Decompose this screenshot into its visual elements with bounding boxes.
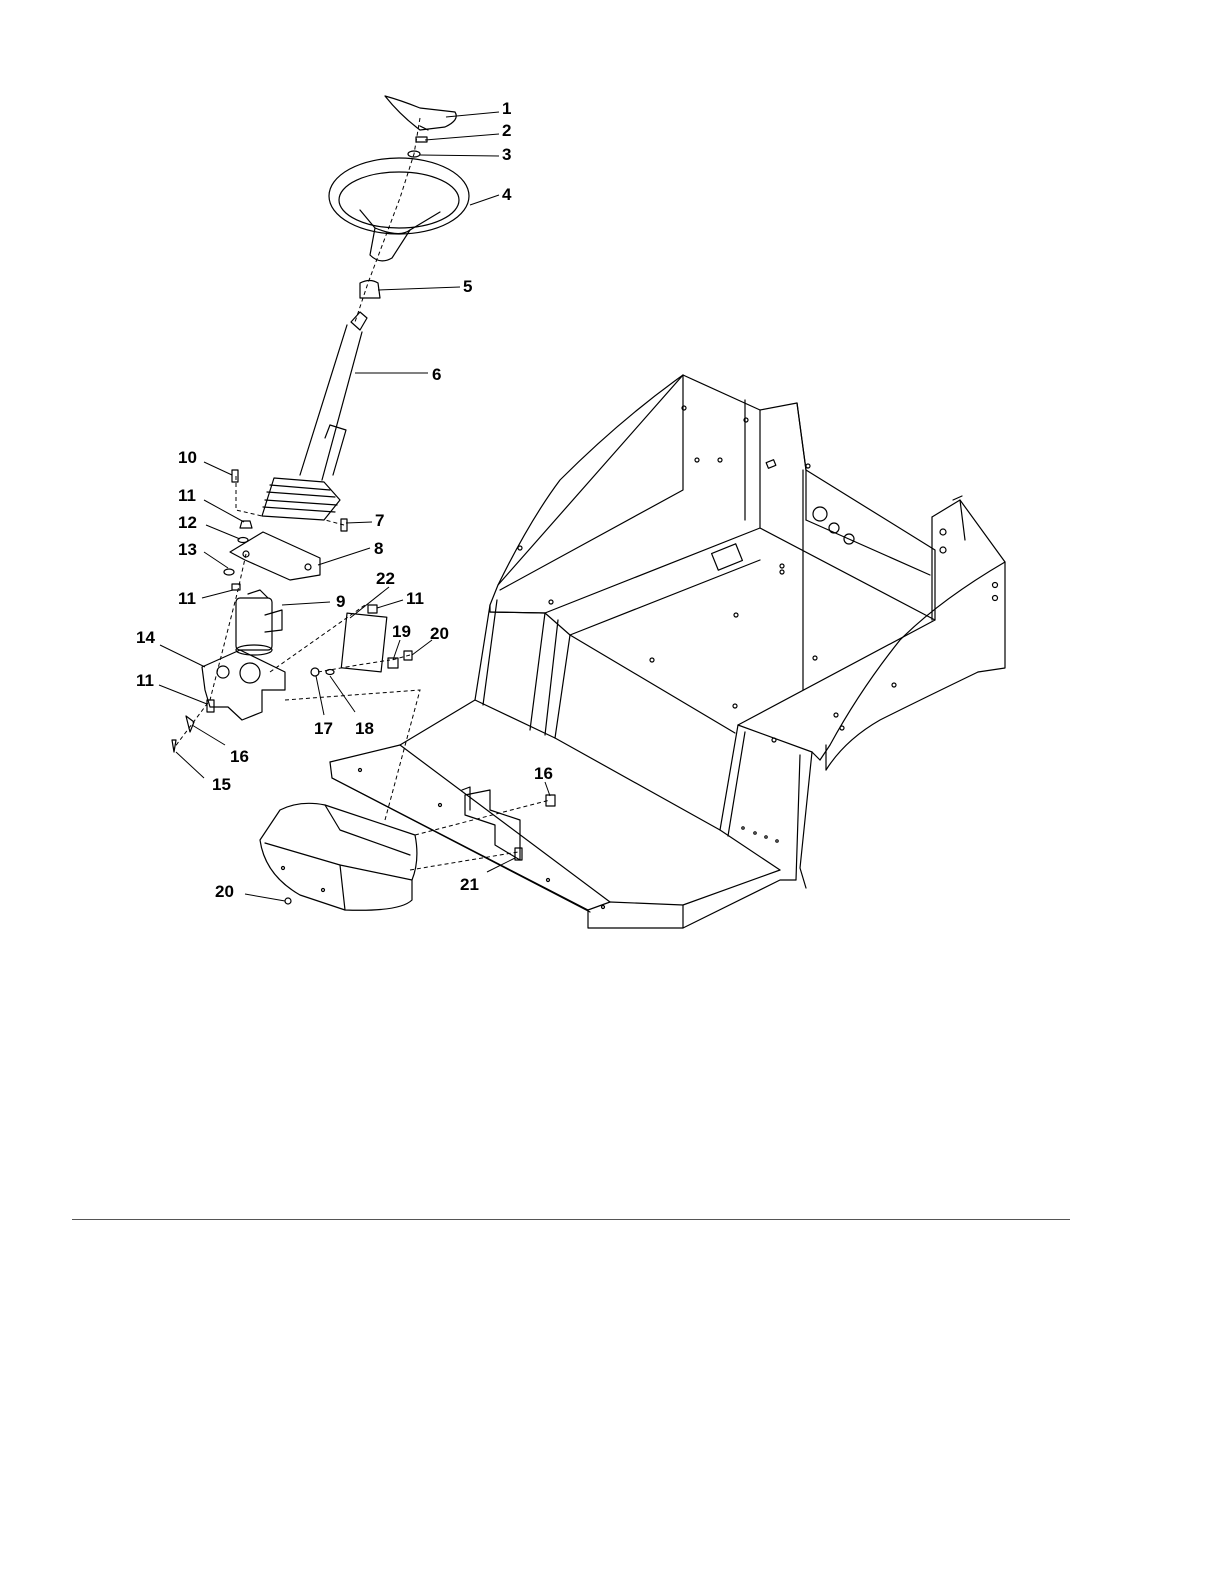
steering-wheel — [329, 158, 469, 261]
callout-21: 21 — [460, 876, 479, 893]
callout-7: 7 — [375, 512, 384, 529]
callout-17: 17 — [314, 720, 333, 737]
callout-14: 14 — [136, 629, 155, 646]
callout-8: 8 — [374, 540, 383, 557]
callout-11-mid: 11 — [178, 590, 196, 607]
callout-16-left: 16 — [230, 748, 249, 765]
callout-11-right: 11 — [406, 590, 424, 607]
chassis-frame — [330, 375, 1005, 928]
steering-wheel-cap — [385, 96, 456, 130]
callout-20-upper: 20 — [430, 625, 449, 642]
footer-divider — [72, 1219, 1070, 1220]
callout-10: 10 — [178, 449, 197, 466]
callout-11-lower: 11 — [136, 672, 154, 689]
callout-20-lower: 20 — [215, 883, 234, 900]
front-cover — [260, 803, 417, 910]
callout-2: 2 — [502, 122, 511, 139]
callout-16-right: 16 — [534, 765, 553, 782]
callout-18: 18 — [355, 720, 374, 737]
column-boot — [262, 478, 340, 520]
callout-1: 1 — [502, 100, 511, 117]
bushing — [360, 281, 380, 299]
callout-3: 3 — [502, 146, 511, 163]
mount-plate — [230, 532, 320, 580]
callout-11-upper: 11 — [178, 487, 196, 504]
callout-15: 15 — [212, 776, 231, 793]
callout-19: 19 — [392, 623, 411, 640]
steering-column — [300, 312, 367, 480]
callout-12: 12 — [178, 514, 197, 531]
callout-13: 13 — [178, 541, 197, 558]
callout-9: 9 — [336, 593, 345, 610]
callout-6: 6 — [432, 366, 441, 383]
chassis-holes — [359, 406, 998, 909]
steering-motor — [236, 590, 282, 655]
callout-4: 4 — [502, 186, 511, 203]
callout-22: 22 — [376, 570, 395, 587]
callout-5: 5 — [463, 278, 472, 295]
